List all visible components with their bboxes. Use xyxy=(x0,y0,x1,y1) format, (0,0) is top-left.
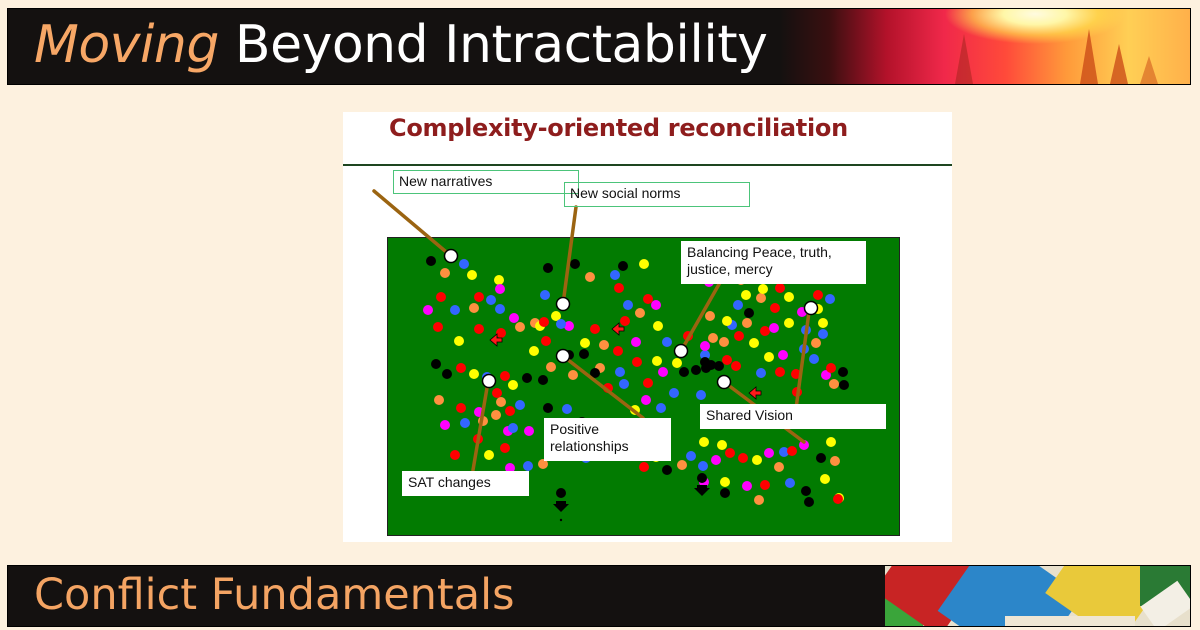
site-title[interactable]: Moving Beyond Intractability xyxy=(34,15,768,75)
title-divider xyxy=(343,164,952,166)
site-title-rest: Beyond Intractability xyxy=(234,15,768,75)
footer-banner: Conflict Fundamentals xyxy=(7,565,1191,627)
label-new-social-norms: New social norms xyxy=(564,182,750,207)
slide-image: Complexity-oriented reconciliation xyxy=(343,112,952,542)
section-title[interactable]: Conflict Fundamentals xyxy=(34,570,515,620)
slide-title: Complexity-oriented reconciliation xyxy=(389,114,848,142)
label-balancing-peace: Balancing Peace, truth, justice, mercy xyxy=(681,241,866,284)
site-title-accent: Moving xyxy=(34,15,219,75)
label-positive-relationships: Positive relationships xyxy=(544,418,671,461)
header-banner: Moving Beyond Intractability xyxy=(7,8,1191,85)
label-new-narratives: New narratives xyxy=(393,170,579,194)
label-shared-vision: Shared Vision xyxy=(700,404,886,429)
sunset-forest-image xyxy=(780,9,1190,84)
toy-blocks-image xyxy=(885,566,1190,626)
label-sat-changes: SAT changes xyxy=(402,471,529,496)
